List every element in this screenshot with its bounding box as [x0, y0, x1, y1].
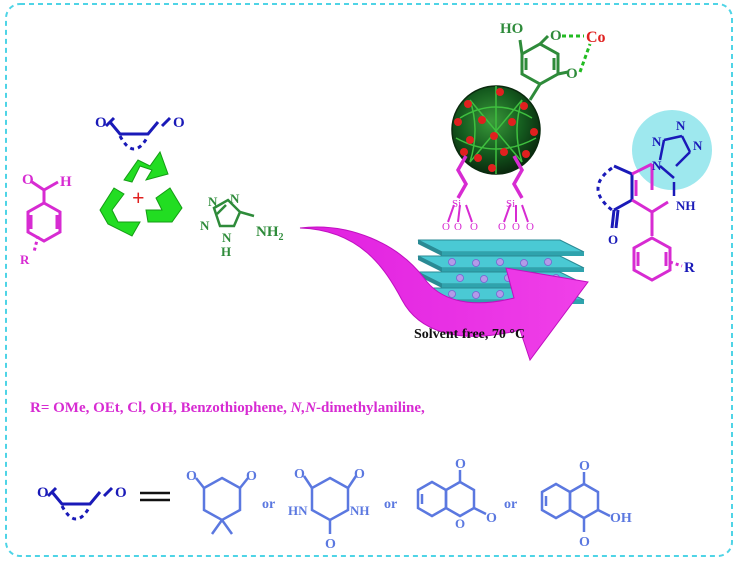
tetrazole-n1: N	[208, 194, 218, 209]
or-label-2: or	[384, 497, 397, 512]
si-left: Si	[452, 198, 461, 210]
product-n3: N	[652, 134, 662, 149]
aldehyde-r: R	[20, 252, 30, 267]
equals-sign	[140, 491, 170, 502]
barbituric-nh: NH	[350, 503, 370, 518]
product-aryl-ring	[632, 236, 683, 282]
linker-o3: O	[470, 221, 478, 233]
cobalt-label: Co	[586, 29, 606, 46]
catechol-ho: HO	[500, 21, 523, 37]
barbituric-o3: O	[325, 537, 336, 552]
or-label-3: or	[504, 497, 517, 512]
linker-o6: O	[526, 221, 534, 233]
aldehyde-h: H	[60, 174, 72, 190]
layered-support	[417, 239, 585, 305]
tetrazole-nh-h: H	[221, 244, 231, 259]
r-group-suffix: -dimethylaniline,	[316, 400, 425, 416]
barbituric-acid	[302, 475, 358, 534]
silane-linkers	[455, 155, 525, 199]
barbituric-hn: HN	[288, 503, 308, 518]
coumarin-o1: O	[455, 457, 466, 472]
lawsone-oh: OH	[610, 511, 632, 526]
coumarin-o2: O	[455, 516, 465, 531]
generic-dicarbonyl	[46, 486, 114, 521]
lawsone-o1: O	[579, 459, 590, 474]
r-group-prefix: R= OMe, OEt, Cl, OH, Benzothiophene,	[30, 400, 291, 416]
generic-dicarbonyl-o-left: O	[37, 485, 49, 501]
plus-sign: +	[132, 185, 145, 210]
or-label-1: or	[262, 497, 275, 512]
dicarbonyl-o-left: O	[95, 115, 107, 131]
product-n2: N	[693, 138, 703, 153]
tetrazole-n3: N	[200, 218, 210, 233]
r-group-italic: N,N	[290, 400, 317, 416]
barbituric-o1: O	[294, 467, 305, 482]
product-nh: NH	[676, 198, 696, 213]
hydroxycoumarin	[416, 470, 487, 518]
r-group-list: R= OMe, OEt, Cl, OH, Benzothiophene, N,N…	[30, 400, 425, 417]
product-tetrazole-ring	[658, 134, 692, 196]
product-r: R	[684, 260, 695, 276]
product-o: O	[608, 232, 618, 247]
tetrazole-nh2: NH2	[256, 224, 284, 243]
benzaldehyde-reactant	[26, 180, 62, 253]
barbituric-o2: O	[354, 467, 365, 482]
linker-o4: O	[498, 221, 506, 233]
product-left-ring	[596, 164, 634, 229]
generic-dicarbonyl-o-right: O	[115, 485, 127, 501]
nanoparticle-sphere	[451, 85, 541, 175]
catechol-ring	[518, 34, 569, 101]
product-central-ring	[631, 162, 669, 236]
product-n4: N	[652, 158, 662, 173]
dicarbonyl-o-right: O	[173, 115, 185, 131]
cobalt-coordination	[562, 34, 592, 73]
aldehyde-o: O	[22, 172, 34, 188]
dashed-frame	[5, 3, 733, 557]
dimedone-o1: O	[186, 469, 197, 484]
product-n1: N	[676, 118, 686, 133]
linker-oxygen-bonds	[447, 204, 529, 223]
catechol-o1: O	[550, 28, 562, 44]
lawsone	[540, 472, 611, 532]
linker-o2: O	[454, 221, 462, 233]
linker-o5: O	[512, 221, 520, 233]
recycle-icon	[99, 150, 183, 237]
lawsone-o2: O	[579, 535, 590, 550]
catechol-o2: O	[566, 66, 578, 82]
aminotetrazole-reactant	[212, 198, 255, 228]
reaction-arrow	[299, 226, 589, 362]
si-right: Si	[506, 198, 515, 210]
dimedone	[195, 476, 249, 535]
dicarbonyl-reactant	[104, 116, 172, 151]
reaction-conditions: Solvent free, 70 °C	[414, 327, 525, 342]
tetrazole-nh-n: N	[222, 230, 232, 245]
linker-o1: O	[442, 221, 450, 233]
coumarin-o3: O	[486, 511, 497, 526]
tetrazole-n2: N	[230, 191, 240, 206]
dimedone-o2: O	[246, 469, 257, 484]
